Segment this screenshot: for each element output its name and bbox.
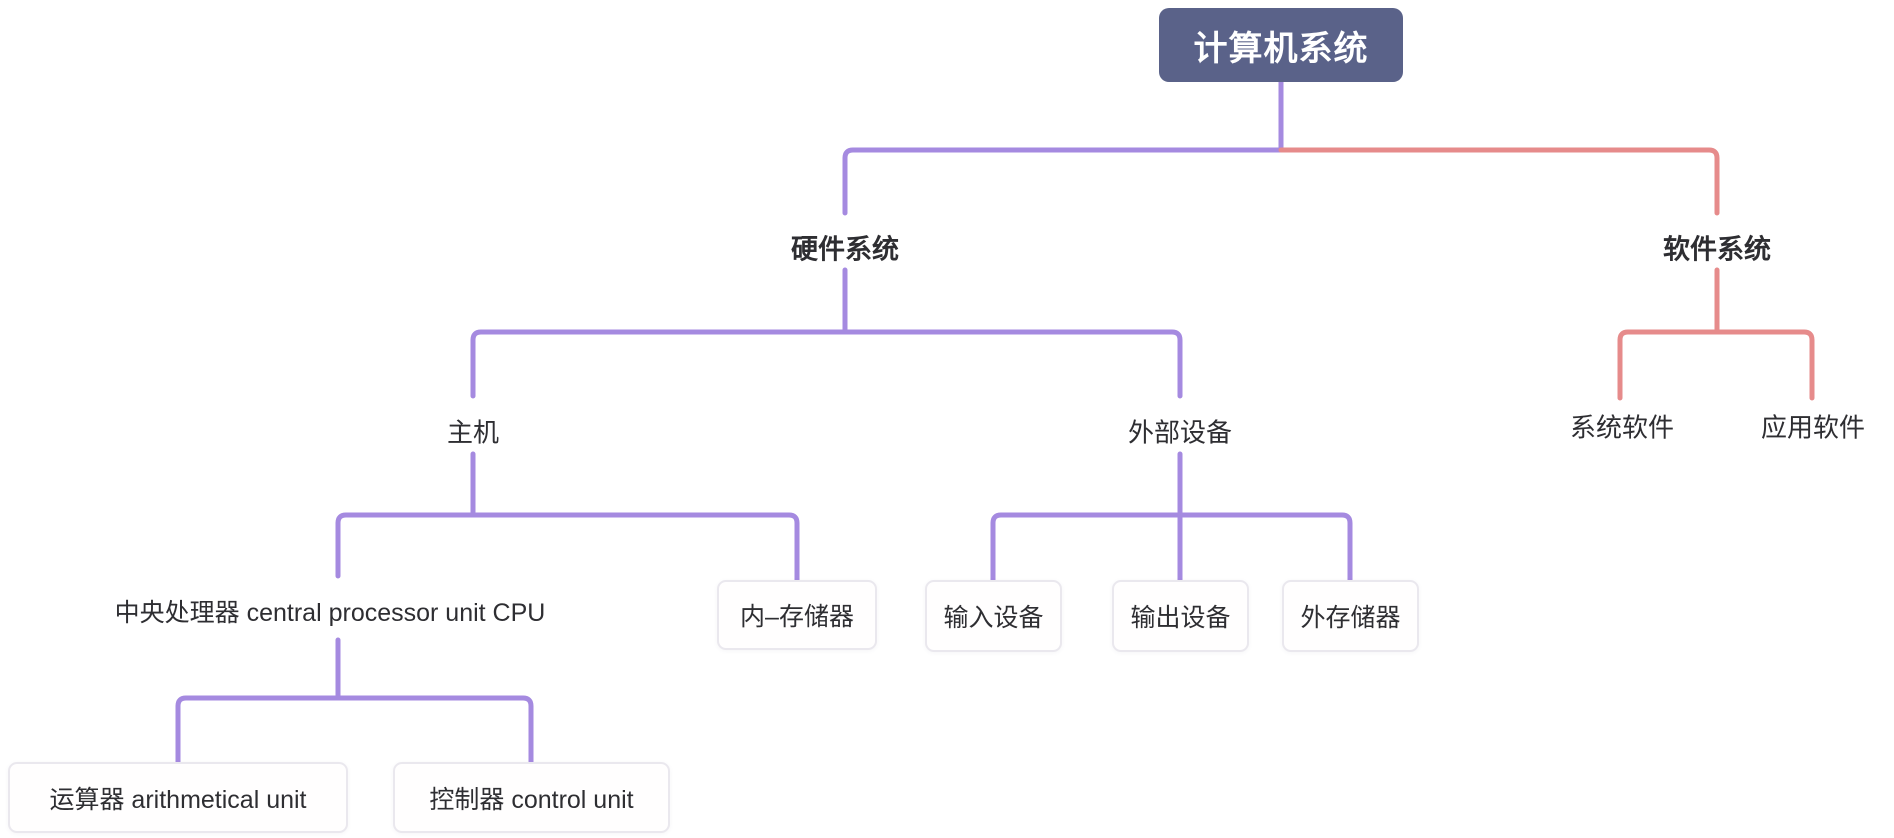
node-external-storage[interactable]: 外存储器	[1282, 580, 1419, 652]
node-system-software[interactable]: 系统软件	[1569, 412, 1675, 443]
connector-external-junction	[990, 512, 1353, 583]
node-cpu[interactable]: 中央处理器 central processor unit CPU	[114, 599, 546, 627]
node-software-system[interactable]: 软件系统	[1663, 234, 1771, 265]
node-control-unit[interactable]: 控制器 control unit	[393, 762, 670, 833]
node-external-devices[interactable]: 外部设备	[1127, 417, 1233, 448]
connector-software-junction	[1617, 329, 1815, 401]
connector-cpu-junction	[175, 695, 534, 765]
node-arithmetical-unit[interactable]: 运算器 arithmetical unit	[8, 762, 348, 833]
node-internal-memory[interactable]: 内–存储器	[717, 580, 877, 650]
connector-root-to-software	[1278, 147, 1720, 216]
node-root[interactable]: 计算机系统	[1159, 8, 1403, 82]
connector-hardware-junction	[470, 329, 1183, 399]
node-application-software[interactable]: 应用软件	[1760, 412, 1866, 443]
node-hardware-system[interactable]: 硬件系统	[791, 234, 899, 265]
node-host[interactable]: 主机	[446, 417, 500, 448]
node-input-device[interactable]: 输入设备	[925, 580, 1062, 652]
connector-host-junction	[335, 512, 800, 583]
connector-root-to-hardware	[842, 147, 1284, 216]
node-output-device[interactable]: 输出设备	[1112, 580, 1249, 652]
